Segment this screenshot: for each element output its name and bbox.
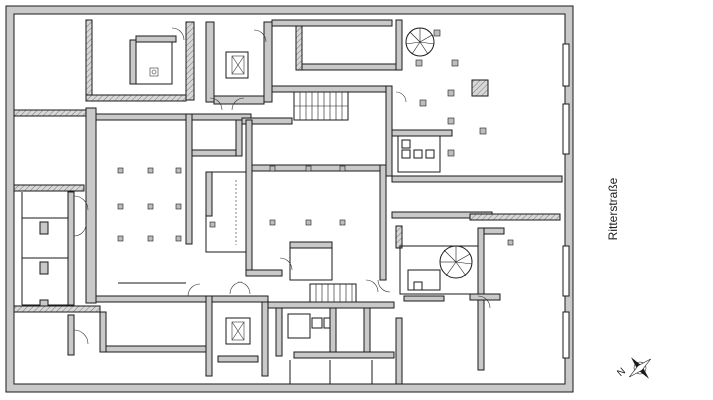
right-core <box>391 129 563 371</box>
top-center-block <box>271 19 489 157</box>
spiral-stair-icon <box>405 27 435 57</box>
toilet-icon <box>149 67 159 77</box>
elevator-icon <box>231 55 245 75</box>
lower-core <box>263 279 403 385</box>
outer-walls <box>5 5 574 393</box>
spiral-stair-icon <box>439 245 473 279</box>
bottom-block <box>95 281 373 384</box>
main-stair <box>271 85 407 177</box>
north-arrow-icon <box>629 357 651 379</box>
top-left-block <box>129 21 273 111</box>
facade-windows <box>562 43 570 359</box>
street-name-label: Ritterstraße <box>606 177 620 241</box>
left-rooms <box>13 19 187 356</box>
central-halls <box>95 113 387 284</box>
elevator-icon <box>231 321 245 341</box>
